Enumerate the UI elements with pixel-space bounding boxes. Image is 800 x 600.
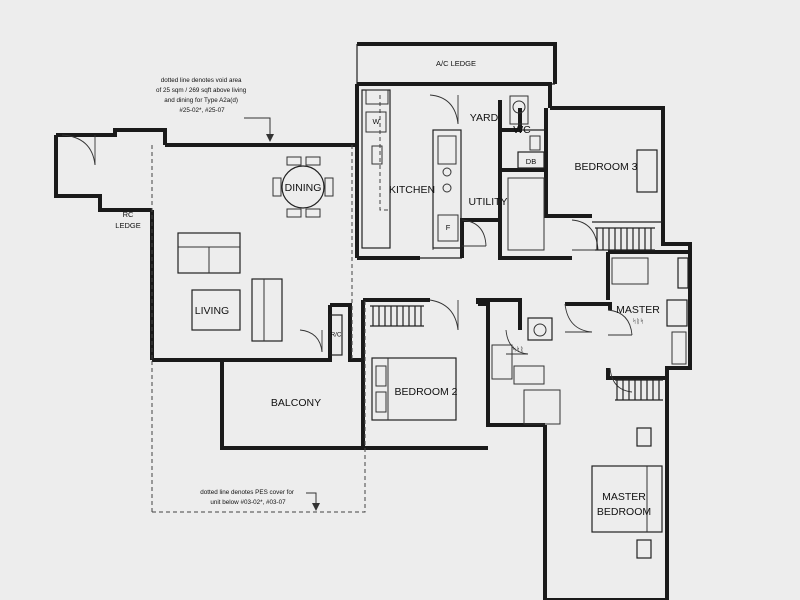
void-note-line-1: dotted line denotes void area xyxy=(161,77,242,84)
pes-note-line-1: dotted line denotes PES cover for xyxy=(200,489,294,496)
label-washer: W xyxy=(372,117,380,126)
wardrobe-bedroom3 xyxy=(595,227,655,251)
label-rc-ledge-2: LEDGE xyxy=(115,221,140,230)
label-balcony: BALCONY xyxy=(271,397,321,409)
label-bedroom-3: BEDROOM 3 xyxy=(574,161,637,173)
label-ac-ledge: A/C LEDGE xyxy=(436,59,476,68)
label-rc-small: R/C xyxy=(331,332,342,339)
label-kitchen: KITCHEN xyxy=(389,184,435,196)
pes-note-arrowhead xyxy=(312,503,320,511)
label-bedroom-2: BEDROOM 2 xyxy=(394,386,457,398)
label-yard: YARD xyxy=(470,112,499,124)
ac-ledge-wall xyxy=(357,42,557,84)
label-db: DB xyxy=(526,157,536,166)
void-note-line-3: and dining for Type A2a(d) xyxy=(164,97,238,104)
dining-table xyxy=(281,165,325,209)
label-living: LIVING xyxy=(195,305,229,317)
label-master-bedroom-1: MASTER xyxy=(602,491,646,503)
balcony-wall xyxy=(220,360,363,450)
armchair xyxy=(251,278,283,342)
bedroom2-bed xyxy=(371,357,457,421)
east-wall-lower xyxy=(665,304,692,600)
label-rc-ledge-1: RC xyxy=(123,210,134,219)
label-utility: UTILITY xyxy=(468,196,507,208)
void-note-leader xyxy=(244,117,271,140)
pes-dashed-outline xyxy=(152,300,366,513)
coffee-table xyxy=(191,289,241,331)
void-note-line-4: #25-02*, #25-07 xyxy=(179,107,225,114)
east-wall-upper xyxy=(550,106,692,304)
master-bed xyxy=(591,465,663,533)
furniture xyxy=(177,89,689,559)
label-dining: DINING xyxy=(285,182,322,194)
room-labels: A/C LEDGE YARD WC DB KITCHEN UTILITY DIN… xyxy=(115,59,660,518)
label-master-bedroom-2: BEDROOM xyxy=(597,506,651,518)
fixture-labels: W F R/C ᛋᚱᛋ ᛋᛋᚱ xyxy=(331,117,644,354)
label-wc: WC xyxy=(513,124,531,136)
void-note-arrowhead xyxy=(266,134,274,142)
void-note-line-2: of 25 sqm / 269 sqft above living xyxy=(156,87,247,94)
wardrobe-bedroom2 xyxy=(370,305,424,327)
kitchen-counter-east xyxy=(432,129,462,249)
wardrobes xyxy=(370,227,663,401)
label-master-bath-fixture: ᛋᚱᛋ xyxy=(632,319,643,326)
annotations: dotted line denotes void area of 25 sqm … xyxy=(156,77,320,511)
label-master-bath: MASTER xyxy=(616,304,660,316)
walls xyxy=(54,42,692,600)
pes-note: dotted line denotes PES cover for unit b… xyxy=(200,489,296,506)
wardrobe-master xyxy=(615,379,663,401)
label-common-bath-fixture: ᛋᛋᚱ xyxy=(512,347,523,354)
pes-note-line-2: unit below #03-02*, #03-07 xyxy=(210,499,286,506)
label-fridge: F xyxy=(446,223,451,232)
void-note: dotted line denotes void area of 25 sqm … xyxy=(156,77,248,114)
doors xyxy=(61,94,633,393)
